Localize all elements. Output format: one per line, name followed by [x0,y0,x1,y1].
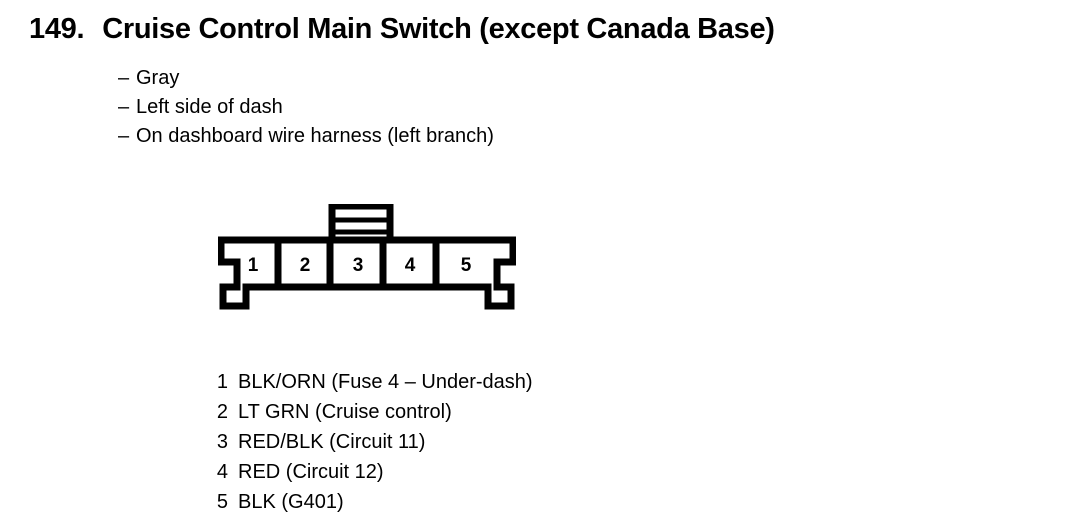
dash-bullet-icon: – [118,125,130,147]
pin-legend-row: 5 BLK (G401) [190,487,533,517]
connector-body-outline [218,236,516,310]
attribute-item: – On dashboard wire harness (left branch… [118,122,494,151]
attribute-label: On dashboard wire harness (left branch) [136,125,494,147]
attribute-label: Left side of dash [136,96,283,118]
locking-tab-icon [328,204,394,244]
attribute-list: – Gray – Left side of dash – On dashboar… [118,64,494,151]
pin-legend: 1 BLK/ORN (Fuse 4 – Under-dash) 2 LT GRN… [190,367,533,517]
pin-number: 1 [216,371,228,393]
pin-legend-row: 1 BLK/ORN (Fuse 4 – Under-dash) [190,367,533,397]
pin-description: BLK (G401) [238,491,344,513]
pin-number: 2 [216,401,228,423]
page-title: 149. Cruise Control Main Switch (except … [29,13,775,46]
dash-bullet-icon: – [118,96,130,118]
pin-legend-row: 4 RED (Circuit 12) [190,457,533,487]
attribute-label: Gray [136,67,180,89]
attribute-item: – Gray [118,64,494,93]
pin-legend-row: 2 LT GRN (Cruise control) [190,397,533,427]
cavity-number-3: 3 [353,255,364,276]
pin-description: RED (Circuit 12) [238,461,384,483]
cavity-number-4: 4 [405,255,416,276]
connector-diagram: 1 2 3 4 5 [218,204,516,312]
dash-bullet-icon: – [118,67,130,89]
title-number: 149. [29,13,85,45]
title-text: Cruise Control Main Switch (except Canad… [102,13,775,45]
pin-number: 3 [216,431,228,453]
pin-description: BLK/ORN (Fuse 4 – Under-dash) [238,371,533,393]
pin-legend-row: 3 RED/BLK (Circuit 11) [190,427,533,457]
attribute-item: – Left side of dash [118,93,494,122]
cavity-number-1: 1 [248,255,259,276]
pin-number: 5 [216,491,228,513]
pin-number: 4 [216,461,228,483]
cavity-dividers [274,241,440,287]
pin-description: RED/BLK (Circuit 11) [238,431,426,453]
cavity-number-2: 2 [300,255,311,276]
cavity-number-5: 5 [461,255,472,276]
pin-description: LT GRN (Cruise control) [238,401,452,423]
